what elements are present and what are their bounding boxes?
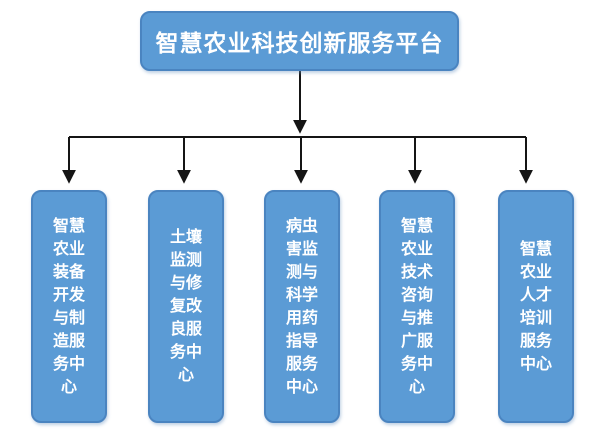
child-node-soil-center: 土壤监测与修复改良服务中心	[148, 190, 224, 423]
child-node-label: 智慧农业装备开发与制造服务中心	[52, 217, 85, 396]
child-node-label: 智慧农业人才培训服务中心	[519, 240, 552, 373]
child-node-equipment-center: 智慧农业装备开发与制造服务中心	[31, 190, 107, 423]
child-node-pest-center: 病虫害监测与科学用药指导服务中心	[264, 190, 340, 423]
child-node-label: 病虫害监测与科学用药指导服务中心	[285, 217, 318, 396]
child-node-consulting-center: 智慧农业技术咨询与推广服务中心	[379, 190, 455, 423]
child-node-training-center: 智慧农业人才培训服务中心	[498, 190, 574, 423]
root-node-label: 智慧农业科技创新服务平台	[155, 30, 444, 56]
child-node-label: 土壤监测与修复改良服务中心	[169, 229, 202, 384]
child-node-label: 智慧农业技术咨询与推广服务中心	[400, 217, 433, 396]
root-node: 智慧农业科技创新服务平台	[140, 11, 459, 71]
